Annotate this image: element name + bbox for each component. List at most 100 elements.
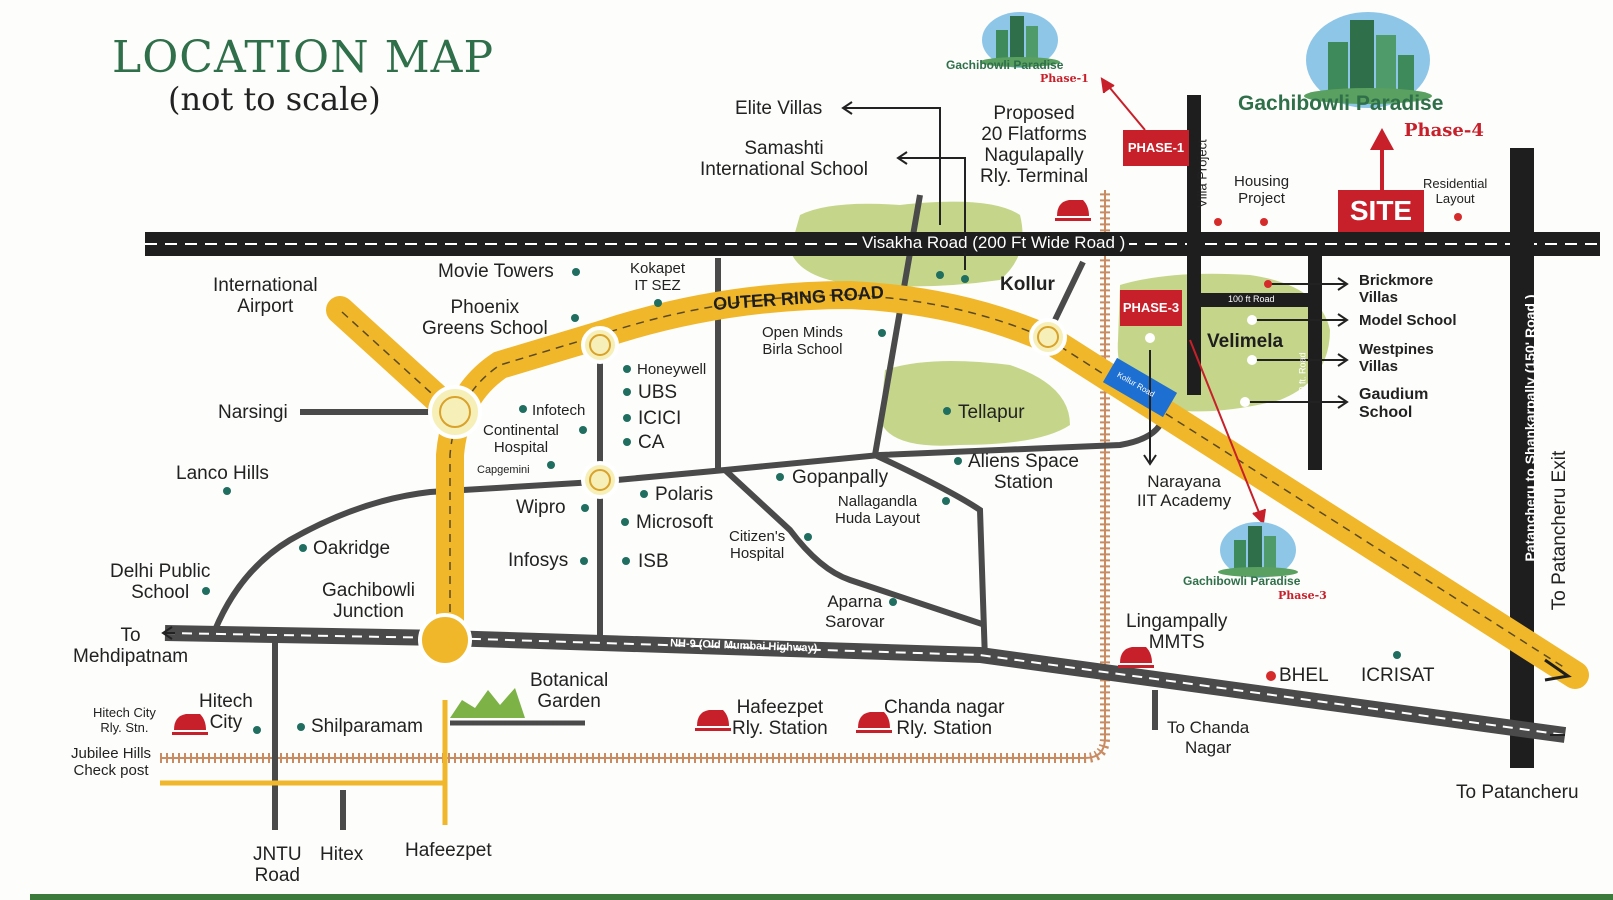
label-aliens-line1: Aliens Space <box>968 451 1079 472</box>
yellow-road-bottom <box>160 700 448 825</box>
label-housing-project: Housing Project <box>1234 173 1289 207</box>
label-narayana: Narayana IIT Academy <box>1137 472 1231 510</box>
brand-name-phase3: Gachibowli Paradise <box>1183 574 1301 588</box>
label-airport-line2: Airport <box>237 296 294 317</box>
label-intl-airport: International Airport <box>213 275 318 317</box>
label-citizens: Citizen's Hospital <box>729 528 785 562</box>
green-area-tellapur <box>880 361 1070 446</box>
brand-name-main: Gachibowli Paradise <box>1238 92 1444 115</box>
label-continental-line2: Hospital <box>493 439 549 456</box>
label-to-patancheru-exit: To Patancheru Exit <box>1549 450 1571 611</box>
label-hafeezpet: Hafeezpet <box>405 840 492 861</box>
label-gachibowli-line2: Junction <box>333 601 404 622</box>
road-100-top-label: 100 ft Road <box>1228 294 1275 304</box>
map-title: LOCATION MAP <box>112 32 495 83</box>
label-kokapet: Kokapet IT SEZ <box>630 260 685 294</box>
label-open-minds-line2: Birla School <box>762 341 843 358</box>
label-residential-line1: Residential <box>1423 176 1488 191</box>
label-phoenix-line1: Phoenix <box>450 297 520 318</box>
label-samashti: Samashti International School <box>700 138 868 180</box>
botanical-garden-shape <box>450 688 525 718</box>
label-westpines: Westpines Villas <box>1359 341 1434 375</box>
train-icon <box>1118 647 1154 668</box>
label-elite-villas: Elite Villas <box>735 98 823 119</box>
label-mehdipatnam-line2: Mehdipatnam <box>73 646 189 667</box>
phase3-tag: PHASE-3 <box>1120 290 1182 326</box>
label-proposed-line2: 20 Flatforms <box>981 124 1087 145</box>
road-100-side-label: 100 ft. Road <box>1297 352 1308 402</box>
label-westpines-line1: Westpines <box>1359 341 1434 358</box>
label-proposed-line3: Nagulapally <box>984 145 1084 166</box>
label-icici: ICICI <box>638 408 682 429</box>
label-gaudium-line2: School <box>1359 404 1413 421</box>
label-brickmore-line1: Brickmore <box>1359 272 1434 289</box>
building-logo-phase3 <box>1218 522 1298 578</box>
label-hitech-stn-line1: Hitech City <box>93 705 156 720</box>
label-dps-line2: School <box>131 582 190 603</box>
nh9-road <box>164 625 1567 743</box>
label-samashti-line2: International School <box>700 159 868 180</box>
label-proposed-line4: Rly. Terminal <box>980 166 1089 187</box>
label-nallagandla: Nallagandla Huda Layout <box>835 493 920 527</box>
label-jubilee: Jubilee Hills Check post <box>71 745 151 779</box>
label-westpines-line2: Villas <box>1359 358 1398 375</box>
label-nallagandla-line2: Huda Layout <box>835 510 921 527</box>
label-gaudium: Gaudium School <box>1359 386 1428 422</box>
label-chanda-stn-line1: Chanda nagar <box>884 697 1005 718</box>
building-logo-phase1 <box>980 12 1060 68</box>
label-chanda-stn-line2: Rly. Station <box>896 718 993 739</box>
interchanges <box>418 318 1067 667</box>
label-brickmore-line2: Villas <box>1359 289 1398 306</box>
label-gopanpally: Gopanpally <box>792 467 889 488</box>
label-kokapet-line2: IT SEZ <box>634 277 681 294</box>
label-brickmore: Brickmore Villas <box>1359 272 1433 306</box>
train-icons <box>172 200 1154 735</box>
label-honeywell: Honeywell <box>637 361 707 378</box>
label-to-chanda-line1: To Chanda <box>1167 718 1250 737</box>
brand-phase4: Phase-4 <box>1404 120 1484 141</box>
label-ca: CA <box>638 432 665 453</box>
label-shilparamam: Shilparamam <box>311 716 423 737</box>
label-narsingi: Narsingi <box>218 402 288 423</box>
label-infotech: Infotech <box>532 402 586 419</box>
brand-phase3: Phase-3 <box>1278 589 1327 602</box>
white-dots <box>1145 315 1257 407</box>
label-aparna: Aparna Sarovar <box>825 592 885 632</box>
label-citizens-line1: Citizen's <box>729 528 786 545</box>
label-jntu-line1: JNTU <box>253 844 302 865</box>
label-isb: ISB <box>638 551 669 572</box>
site-tag: SITE <box>1338 190 1424 232</box>
bottom-border <box>30 894 1613 900</box>
poi-dots <box>202 268 1401 734</box>
label-aparna-line1: Aparna <box>827 592 883 611</box>
label-narayana-line1: Narayana <box>1147 472 1221 491</box>
label-dps: Delhi Public School <box>110 561 210 603</box>
label-gachibowli-junction: Gachibowli Junction <box>322 580 415 622</box>
label-hitech-city-line2: City <box>209 712 243 733</box>
label-bhel: BHEL <box>1279 665 1329 686</box>
label-phoenix: Phoenix Greens School <box>422 297 548 339</box>
label-hitech-station: Hitech City Rly. Stn. <box>93 705 156 735</box>
label-model-school: Model School <box>1359 312 1457 329</box>
patancheru-road-label: Patancheru to Shankarpally (150' Road ) <box>1522 294 1538 562</box>
label-movie-towers: Movie Towers <box>438 261 554 282</box>
label-jntu-line2: Road <box>254 865 300 886</box>
visakha-road-label: Visakha Road (200 Ft Wide Road ) <box>858 233 1130 253</box>
label-mehdipatnam-line1: To <box>120 625 141 646</box>
train-icon <box>695 710 731 731</box>
label-oakridge: Oakridge <box>313 538 391 559</box>
label-hafeezpet-stn-line2: Rly. Station <box>732 718 828 739</box>
label-airport-line1: International <box>213 275 318 296</box>
railway-line <box>160 190 1110 763</box>
label-polaris: Polaris <box>655 484 714 505</box>
label-hitech-city-line1: Hitech <box>199 691 253 712</box>
label-proposed-line1: Proposed <box>993 103 1075 124</box>
site-arrow <box>1370 128 1394 190</box>
label-infosys: Infosys <box>508 550 569 571</box>
label-tellapur: Tellapur <box>958 402 1025 423</box>
label-icrisat: ICRISAT <box>1361 665 1435 686</box>
label-lingampally-line2: MMTS <box>1148 632 1205 653</box>
building-logo-large <box>1304 12 1432 108</box>
